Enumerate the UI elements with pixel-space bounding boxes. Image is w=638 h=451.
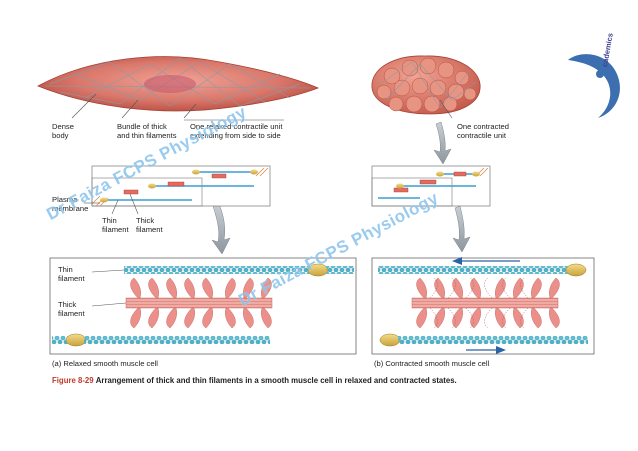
down-arrow-right bbox=[452, 205, 471, 253]
label-relaxed-unit: One relaxed contractile unit extending f… bbox=[190, 122, 283, 140]
figure-number: Figure 8-29 bbox=[52, 376, 94, 385]
relaxed-inset bbox=[91, 165, 271, 207]
slide-arrow-right bbox=[466, 346, 506, 354]
relaxed-cell bbox=[37, 56, 320, 112]
label-thin-filament-top: Thin filament bbox=[102, 216, 129, 234]
thin-filament-top bbox=[378, 266, 568, 274]
contracted-cell bbox=[371, 55, 481, 115]
dense-body bbox=[65, 333, 87, 347]
panel-b-contracted bbox=[371, 257, 595, 355]
thin-filament-bottom bbox=[398, 336, 588, 344]
contracted-inset bbox=[371, 165, 491, 207]
panel-a-caption: (a) Relaxed smooth muscle cell bbox=[52, 359, 158, 368]
figure-caption: Figure 8-29 Arrangement of thick and thi… bbox=[52, 376, 457, 385]
panel-a-relaxed bbox=[49, 257, 357, 355]
thin-filament-top bbox=[124, 266, 324, 274]
label-contracted-unit: One contracted contractile unit bbox=[457, 122, 509, 140]
down-arrow-contracted-top bbox=[433, 121, 452, 165]
dense-body bbox=[379, 333, 401, 347]
label-thick-filament-panel: Thick filament bbox=[58, 300, 85, 318]
label-plasma-membrane: Plasma membrane bbox=[52, 195, 89, 213]
thin-filament-bottom bbox=[84, 336, 270, 344]
panel-b-caption: (b) Contracted smooth muscle cell bbox=[374, 359, 490, 368]
thick-filament bbox=[411, 297, 559, 309]
down-arrow-left bbox=[211, 203, 231, 255]
nucleus bbox=[144, 75, 196, 93]
label-thick-filament-top: Thick filament bbox=[136, 216, 163, 234]
dense-body bbox=[565, 263, 587, 277]
label-dense-body: Dense body bbox=[52, 122, 74, 140]
label-bundle: Bundle of thick and thin filaments bbox=[117, 122, 177, 140]
figure-caption-text: Arrangement of thick and thin filaments … bbox=[95, 376, 457, 385]
academics-logo bbox=[568, 54, 620, 118]
label-thin-filament-panel: Thin filament bbox=[58, 265, 85, 283]
slide-arrow-left bbox=[452, 257, 520, 265]
